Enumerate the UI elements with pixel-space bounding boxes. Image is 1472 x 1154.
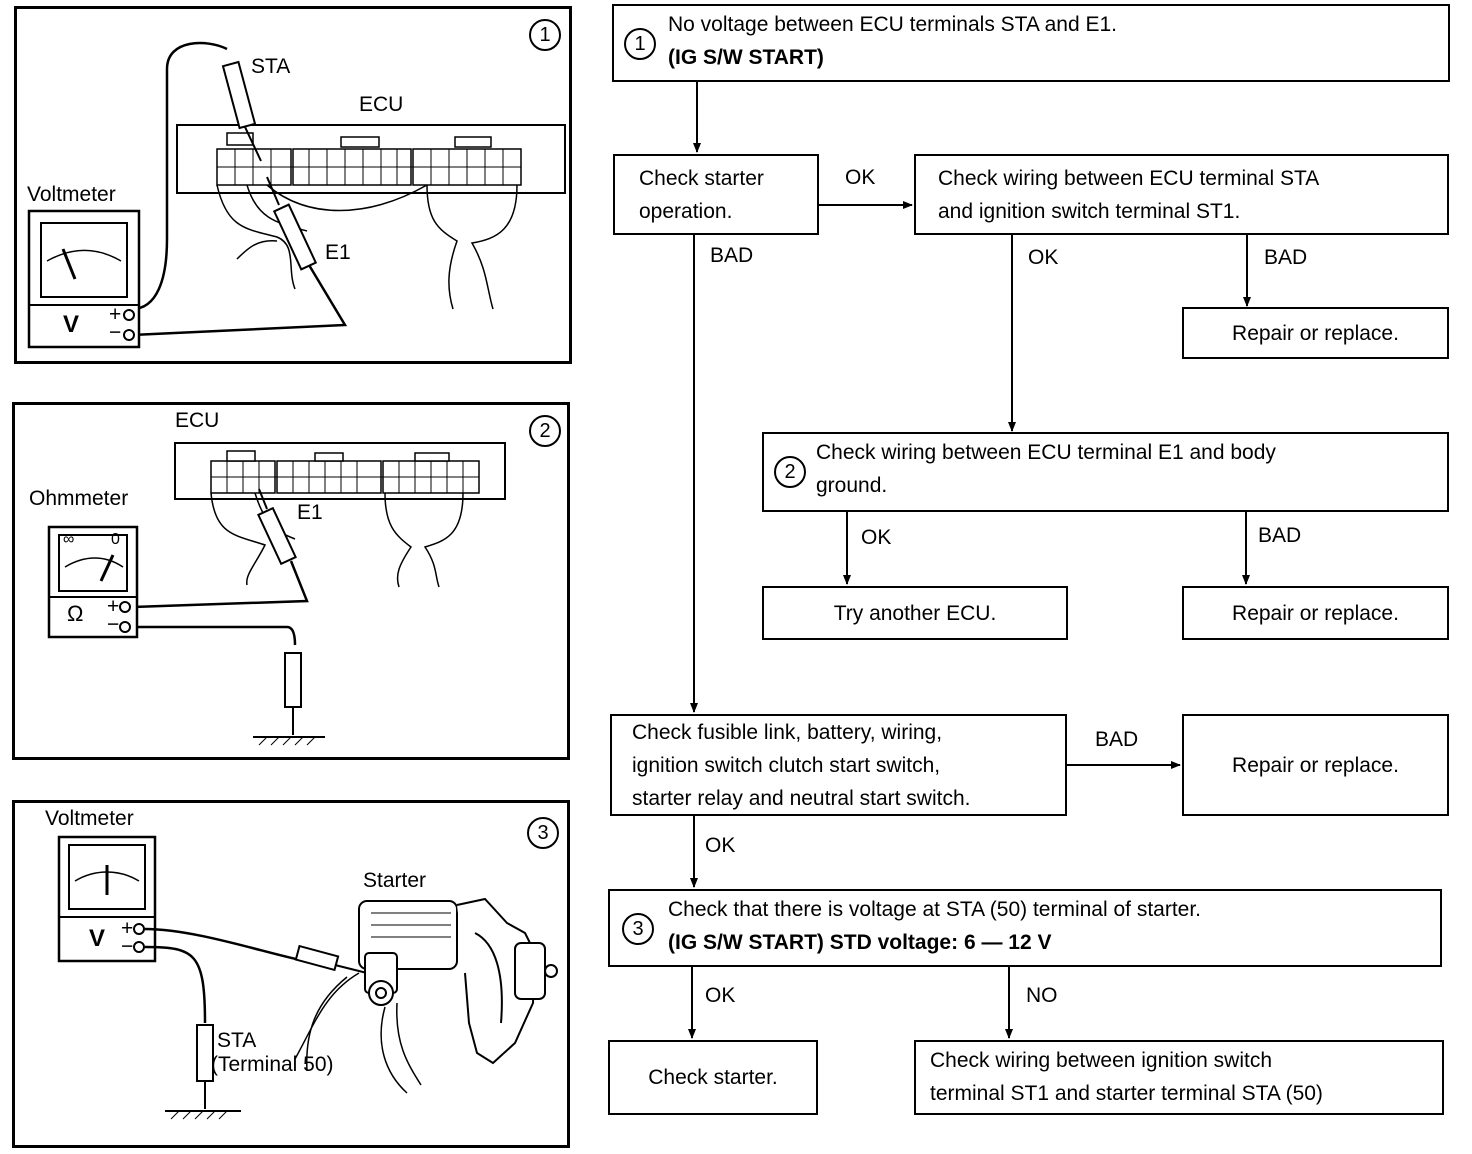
step-1-line-1: No voltage between ECU terminals STA and… (668, 13, 1118, 36)
branch-label-ok: OK (1028, 246, 1059, 269)
step-number-1: 1 (624, 28, 656, 60)
volt-symbol: V (63, 311, 80, 338)
ecu-label: ECU (175, 409, 220, 432)
ohm-symbol: Ω (67, 601, 84, 626)
check-starter-line-2: operation. (639, 200, 733, 223)
check-starter-box: Check starter. (608, 1040, 818, 1115)
step-1-line-2: (IG S/W START) (668, 46, 824, 69)
check-wiring-st1-line-2: terminal ST1 and starter terminal STA (5… (930, 1082, 1323, 1105)
volt-symbol: V (89, 925, 106, 952)
infinity-scale-mark: ∞ (63, 531, 75, 548)
branch-label-ok: OK (861, 526, 892, 549)
try-another-ecu-box: Try another ECU. (762, 586, 1068, 640)
illustration-panel-2: 2 ECU (12, 402, 570, 760)
repair-or-replace-box-2: Repair or replace. (1182, 586, 1449, 640)
try-ecu-text: Try another ECU. (833, 601, 997, 625)
terminal-50-label: (Terminal 50) (211, 1053, 334, 1076)
plus-terminal: + (121, 917, 134, 940)
plus-terminal: + (107, 595, 120, 618)
branch-label-bad: BAD (1258, 524, 1302, 547)
branch-label-bad: BAD (1095, 728, 1139, 751)
voltmeter-label: Voltmeter (45, 807, 134, 830)
check-wiring-sta-line-1: Check wiring between ECU terminal STA (938, 167, 1320, 190)
check-wiring-st1-starter-box: Check wiring between ignition switch ter… (914, 1040, 1444, 1115)
check-wiring-sta-line-2: and ignition switch terminal ST1. (938, 200, 1241, 223)
starter-label: Starter (363, 869, 427, 892)
branch-label-ok: OK (705, 984, 736, 1007)
step-1-no-voltage-box: 1 No voltage between ECU terminals STA a… (612, 4, 1450, 82)
check-starter-text: Check starter. (648, 1066, 778, 1089)
voltmeter-label: Voltmeter (27, 183, 116, 206)
check-wiring-sta-st1-box: Check wiring between ECU terminal STA an… (914, 154, 1449, 235)
branch-label-no: NO (1026, 984, 1058, 1007)
step-2-check-e1-ground-box: 2 Check wiring between ECU terminal E1 a… (762, 432, 1449, 512)
voltmeter-starter-illustration (57, 835, 558, 1120)
e1-label: E1 (297, 501, 323, 524)
repair-text: Repair or replace. (1232, 601, 1399, 625)
repair-or-replace-box-1: Repair or replace. (1182, 307, 1449, 359)
minus-terminal: − (121, 935, 134, 958)
step-2-line-2: ground. (816, 474, 888, 497)
zero-scale-mark: 0 (111, 531, 120, 548)
plus-terminal: + (109, 303, 122, 326)
check-starter-operation-box: Check starter operation. (613, 154, 819, 235)
voltmeter-ecu-sta-e1-illustration (27, 41, 566, 349)
branch-label-bad: BAD (710, 244, 754, 267)
illustration-panel-3: 3 V (12, 800, 570, 1148)
ohmmeter-ecu-e1-illustration (47, 442, 506, 746)
panel-number-1: 1 (529, 19, 561, 51)
repair-or-replace-box-3: Repair or replace. (1182, 714, 1449, 816)
branch-label-bad: BAD (1264, 246, 1308, 269)
panel-number-2: 2 (529, 415, 561, 447)
fusible-line-3: starter relay and neutral start switch. (632, 787, 971, 810)
step-3-line-1: Check that there is voltage at STA (50) … (668, 898, 1202, 921)
minus-terminal: − (109, 321, 122, 344)
fusible-line-1: Check fusible link, battery, wiring, (632, 721, 943, 744)
check-fusible-link-box: Check fusible link, battery, wiring, ign… (610, 714, 1067, 816)
e1-label: E1 (325, 241, 351, 264)
step-number-3: 3 (622, 913, 654, 945)
repair-text: Repair or replace. (1232, 753, 1399, 777)
step-3-line-2: (IG S/W START) STD voltage: 6 — 12 V (668, 931, 1052, 954)
step-2-line-1: Check wiring between ECU terminal E1 and… (816, 441, 1276, 464)
check-wiring-st1-line-1: Check wiring between ignition switch (930, 1049, 1272, 1072)
illustration-panel-1: 1 (14, 6, 572, 364)
branch-label-ok: OK (705, 834, 736, 857)
sta-label: STA (251, 55, 291, 78)
sta-label: STA (217, 1029, 257, 1052)
branch-label-ok: OK (845, 166, 876, 189)
ecu-label: ECU (359, 93, 404, 116)
fusible-line-2: ignition switch clutch start switch, (632, 754, 941, 777)
step-number-2: 2 (774, 456, 806, 488)
panel-number-3: 3 (527, 817, 559, 849)
check-starter-line-1: Check starter (639, 167, 764, 190)
step-3-check-sta-voltage-box: 3 Check that there is voltage at STA (50… (608, 889, 1442, 967)
repair-text: Repair or replace. (1232, 321, 1399, 345)
minus-terminal: − (107, 613, 120, 636)
ohmmeter-label: Ohmmeter (29, 487, 129, 510)
